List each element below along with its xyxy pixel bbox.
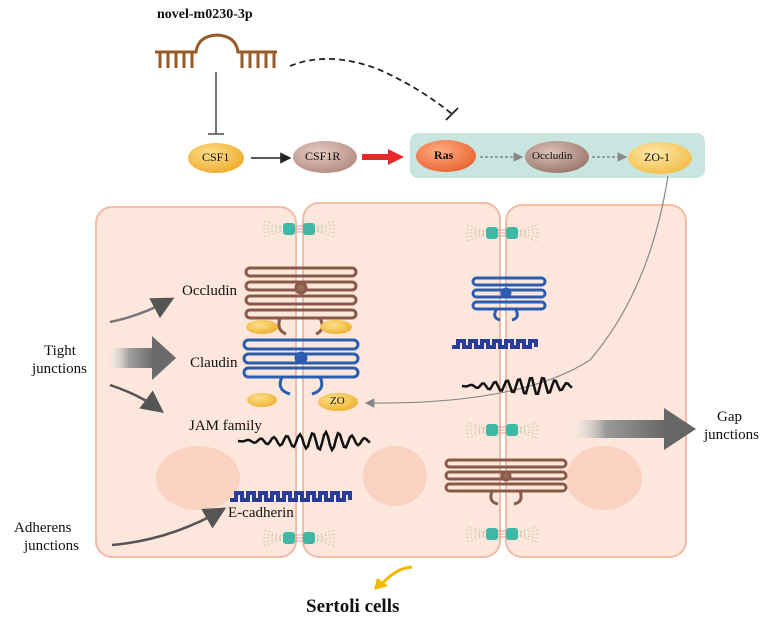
- tight-junctions-label-1: Tight: [44, 343, 76, 359]
- jam-family-label: JAM family: [189, 418, 262, 434]
- inhibition-mirna-csf1: [208, 72, 224, 135]
- node-ras: [416, 140, 476, 172]
- sertoli-cells-label: Sertoli cells: [306, 596, 400, 617]
- gap-junction-connexon: [283, 532, 295, 544]
- csf1-label: CSF1: [202, 150, 230, 164]
- zo-blob-claudin-right: [318, 393, 358, 411]
- zo-blob-occludin-left: [246, 320, 278, 334]
- gap-junction-connexon: [303, 532, 315, 544]
- arrow-adherens-to-ecadherin: [111, 507, 227, 547]
- ecadherin-chain: [230, 491, 352, 502]
- adherens-junctions-label-1: Adherens: [14, 520, 72, 536]
- tight-junctions-label-2: junctions: [32, 361, 87, 377]
- jam-squiggle: [237, 429, 371, 453]
- arrow-zo1-to-zo: [364, 175, 669, 408]
- cell-left: [95, 206, 297, 558]
- arrow-tight-to-occludin: [109, 297, 175, 324]
- arrow-sertoli-yellow-head: [374, 578, 388, 590]
- gap-junction-connexon: [486, 227, 498, 239]
- occludin-protein: [244, 266, 358, 336]
- arrow-tight-to-jam: [109, 383, 165, 413]
- inhibition-mirna-pathway: [289, 58, 459, 121]
- gap-junctions-group: [262, 220, 539, 547]
- gap-junction-connexon: [506, 424, 518, 436]
- ecadherin-chain-right: [452, 339, 538, 349]
- gap-junctions-label-2: junctions: [704, 427, 759, 443]
- arrow-sertoli-yellow: [380, 565, 413, 585]
- node-csf1: [188, 143, 244, 173]
- sertoli-cells-group: [95, 202, 687, 558]
- gap-junction-connexon: [506, 528, 518, 540]
- claudin-protein-right: [471, 276, 547, 322]
- gap-junction-connexon: [303, 223, 315, 235]
- gap-junction-connexon: [283, 223, 295, 235]
- arrow-csf1r-ras-red: [362, 149, 404, 165]
- nucleus-middle: [363, 446, 427, 506]
- ras-label: Ras: [434, 148, 454, 162]
- arrow-tight-junctions-big: [104, 336, 176, 380]
- node-occludin: [525, 141, 589, 173]
- gap-junction-connexon: [486, 424, 498, 436]
- claudin-protein: [242, 338, 360, 396]
- gap-junction-connexon: [486, 528, 498, 540]
- gap-junction-connexon: [506, 227, 518, 239]
- mirna-label: novel-m0230-3p: [157, 7, 253, 22]
- arrow-gap-junctions-big: [566, 408, 696, 450]
- zo-blob-claudin-left: [247, 393, 277, 407]
- jam-squiggle-right: [461, 376, 573, 396]
- claudin-label: Claudin: [190, 355, 238, 371]
- node-csf1r: [293, 141, 357, 173]
- gap-junctions-label-1: Gap: [717, 409, 742, 425]
- csf1r-label: CSF1R: [305, 149, 341, 163]
- zo-label: ZO: [330, 395, 345, 407]
- nucleus-right: [566, 446, 642, 510]
- adherens-junctions-label-2: junctions: [24, 538, 79, 554]
- zo1-label: ZO-1: [644, 150, 670, 164]
- occludin-protein-right: [444, 458, 568, 506]
- occludin-label: Occludin: [182, 283, 237, 299]
- mirna-hairpin-icon: [155, 33, 277, 68]
- ecadherin-label: E-cadherin: [228, 505, 294, 521]
- occludin-node-label: Occludin: [532, 150, 573, 162]
- zo-blob-occludin-right: [320, 320, 352, 334]
- node-zo1: [628, 142, 692, 174]
- nucleus-left: [156, 446, 240, 510]
